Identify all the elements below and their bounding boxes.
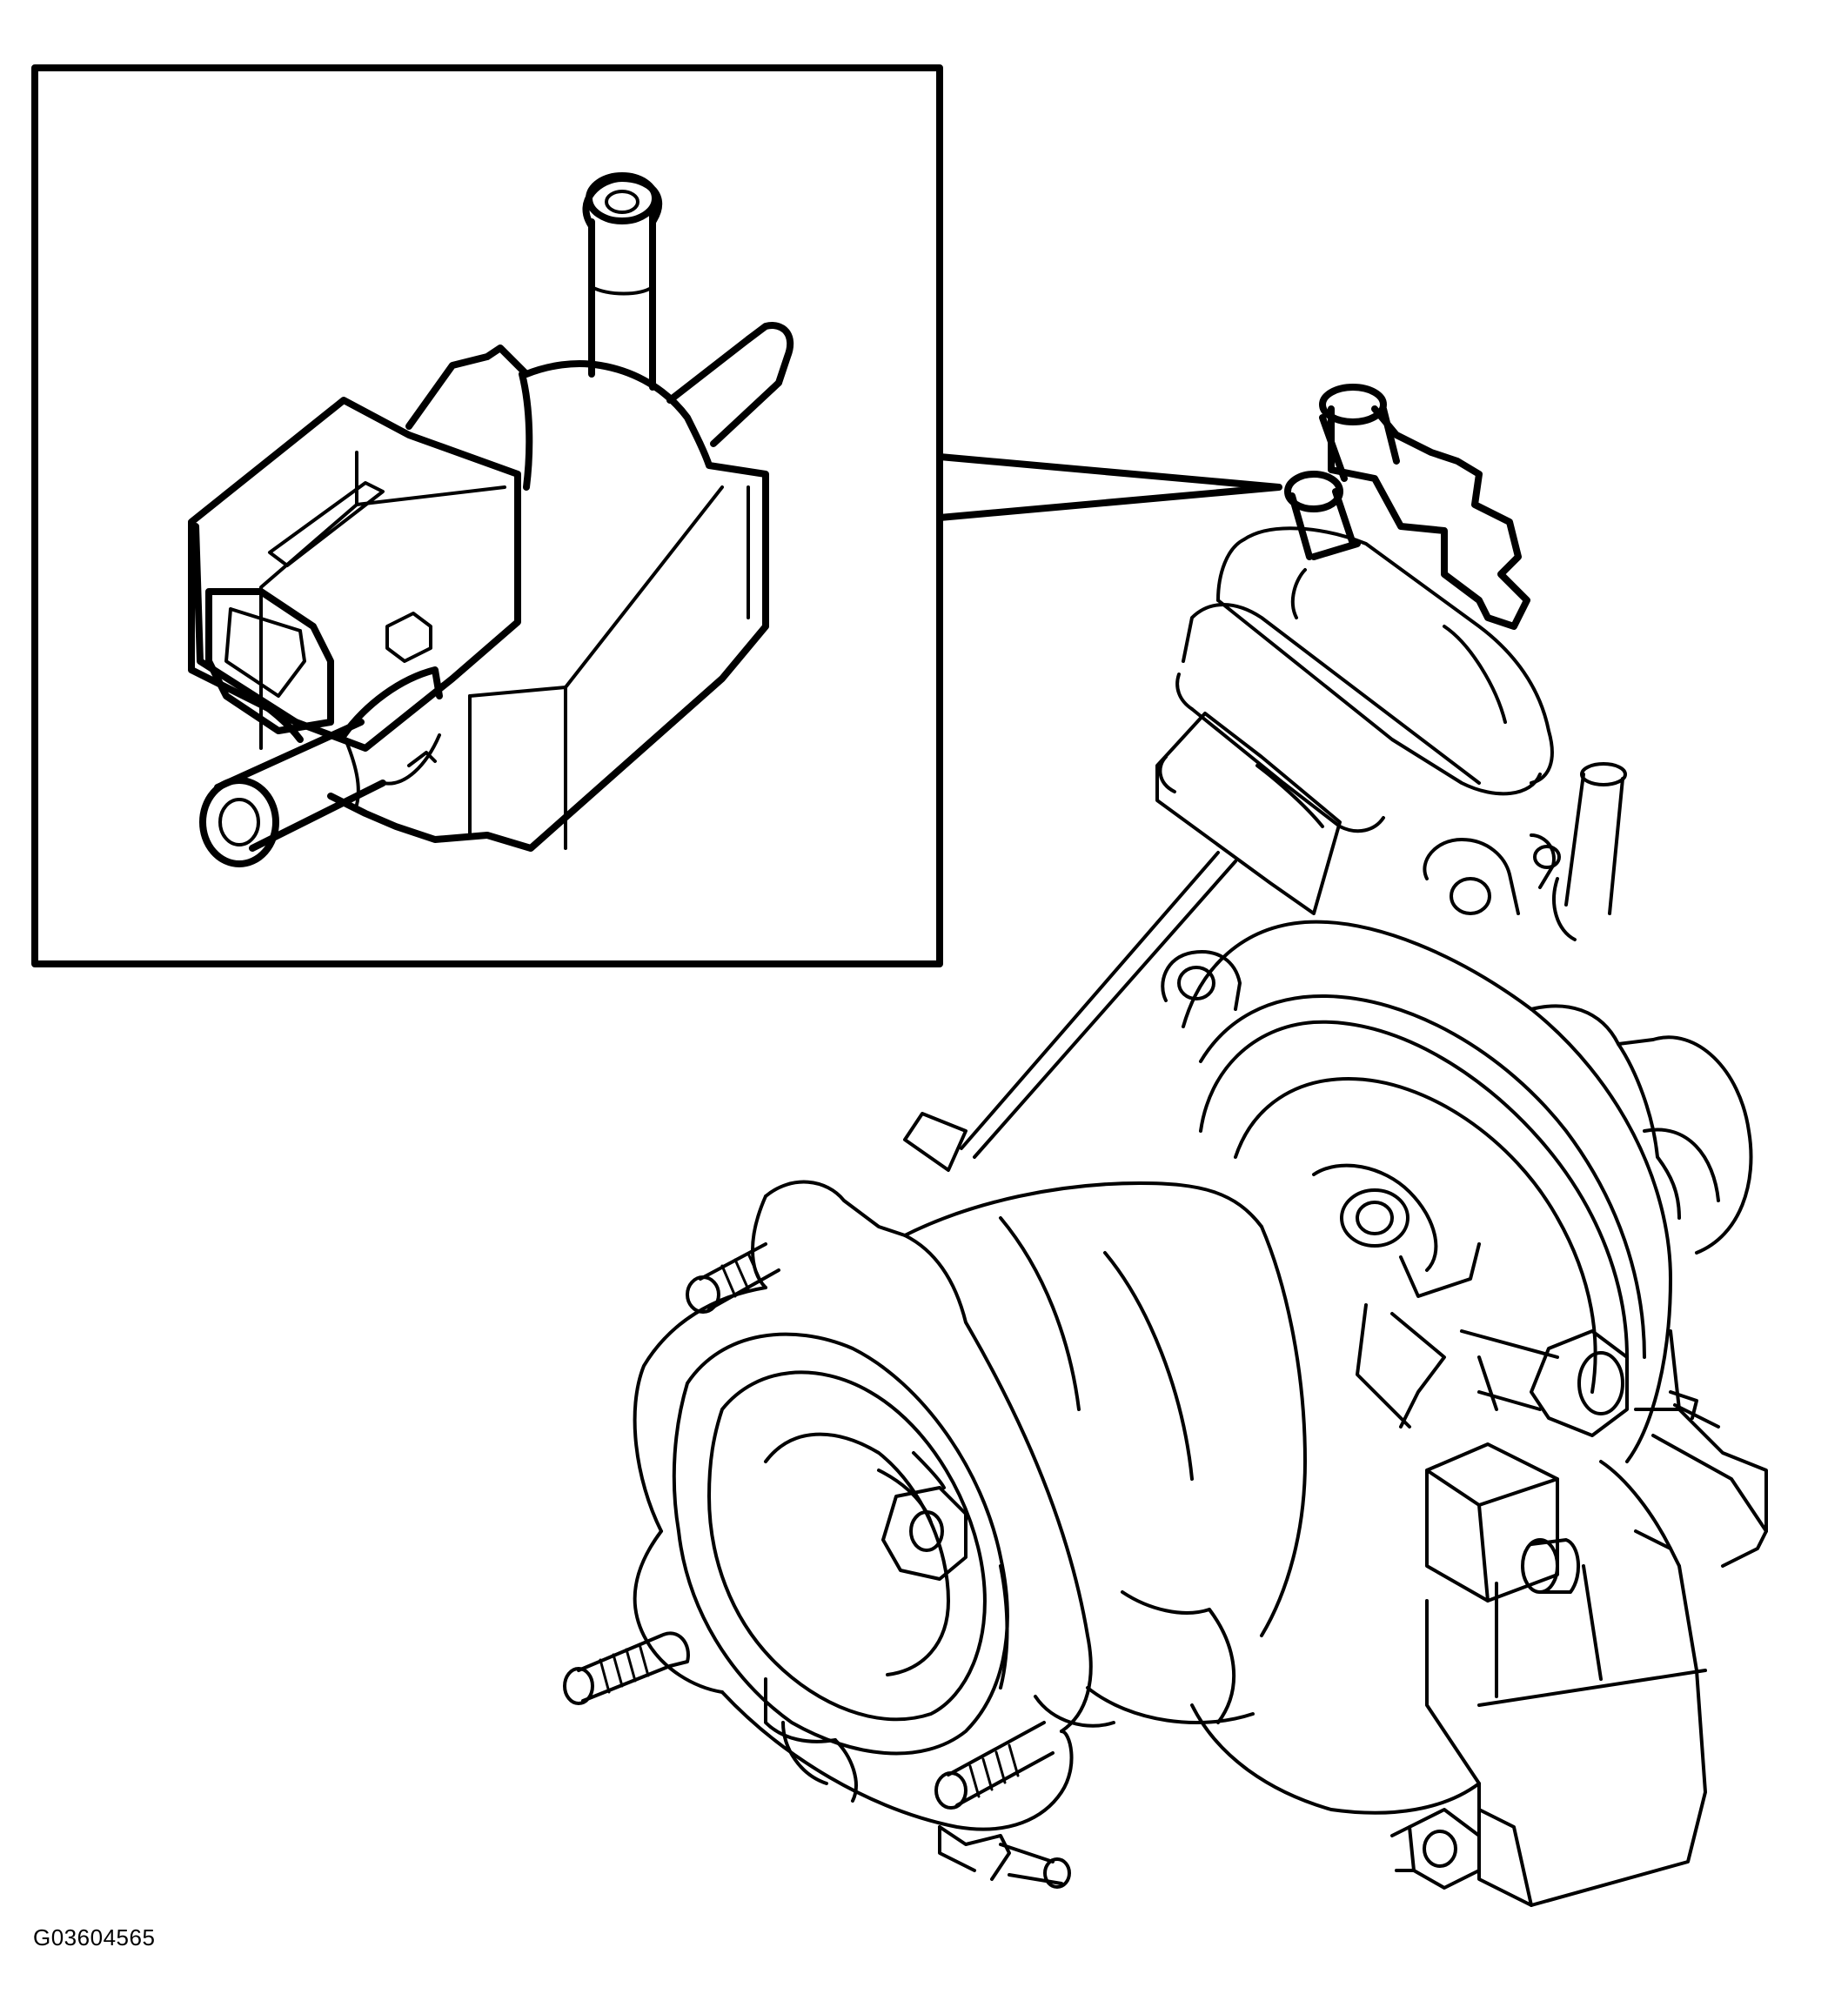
coolant-pipe xyxy=(1552,762,1627,941)
figure-code: G03604565 xyxy=(33,1924,156,1951)
solenoid-valve-detail xyxy=(188,172,794,867)
wastegate-actuator xyxy=(1155,526,1554,915)
actuator-rod xyxy=(960,851,1237,1159)
valve-body xyxy=(327,345,769,852)
mounting-lugs xyxy=(1161,833,1561,1011)
solenoid-valve-mounted xyxy=(1284,384,1530,630)
detail-inset xyxy=(31,64,1282,967)
wheel-nut xyxy=(881,1486,968,1581)
callout-pointer xyxy=(936,453,1282,521)
lower-housing xyxy=(764,1677,858,1803)
top-port xyxy=(588,210,656,391)
center-section xyxy=(1312,1163,1629,1603)
compressor-housing xyxy=(1182,920,1768,1568)
hex-nut xyxy=(1530,1329,1629,1437)
turbine-outlet xyxy=(903,1181,1307,1724)
turbine-inlet-flange xyxy=(633,1180,1115,1831)
right-port xyxy=(666,336,782,447)
turbocharger-assembly xyxy=(563,384,1768,1907)
lower-bracket xyxy=(1190,1460,1707,1907)
connector-housing xyxy=(188,397,521,752)
inset-frame xyxy=(31,64,943,967)
flange-studs xyxy=(563,1242,1071,1889)
